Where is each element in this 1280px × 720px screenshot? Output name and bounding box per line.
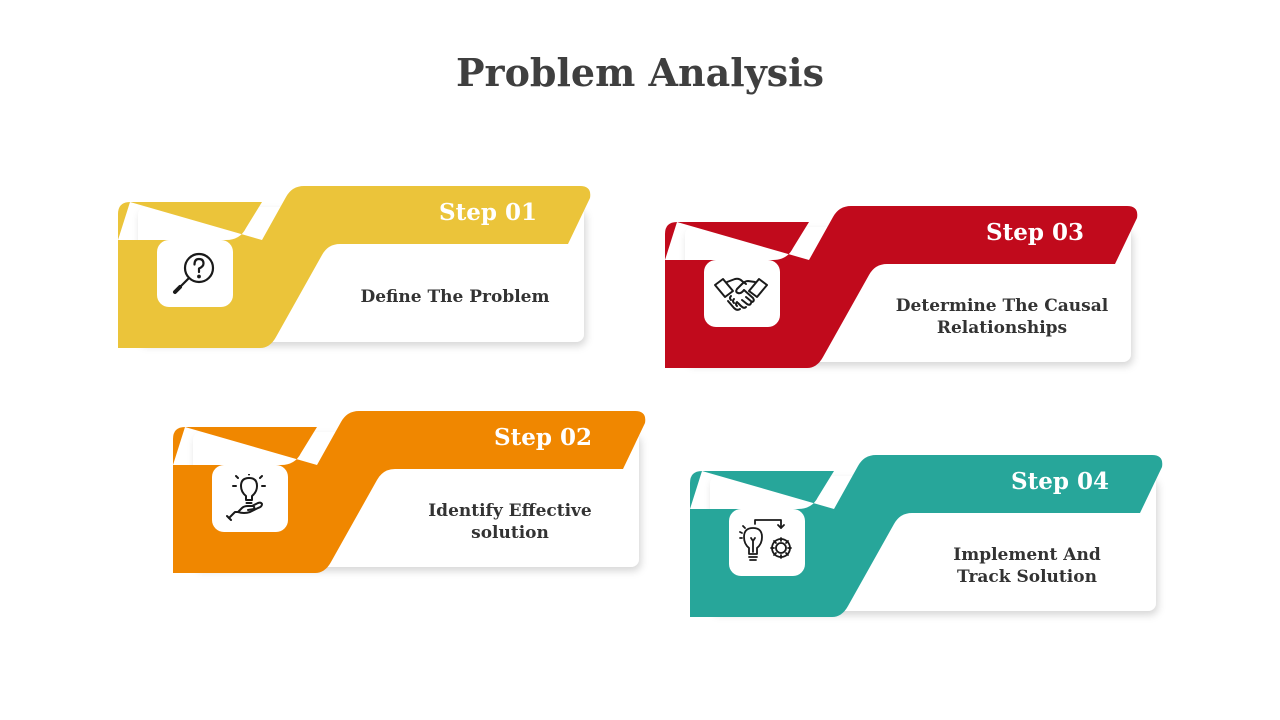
step-02-shape bbox=[173, 411, 646, 573]
step-02-icon-box bbox=[212, 465, 288, 532]
lightbulb-gear-icon bbox=[739, 519, 792, 561]
step-03-icon-box bbox=[704, 260, 780, 327]
step-03-description: Determine The Causal Relationships bbox=[895, 296, 1109, 338]
hand-lightbulb-icon bbox=[226, 474, 266, 521]
step-01-card: Step 01 Define The Problem bbox=[118, 185, 598, 355]
step-03-label: Step 03 bbox=[986, 219, 1084, 246]
step-04-color-band bbox=[690, 455, 1163, 617]
step-01-shape bbox=[118, 186, 591, 348]
step-02-description: Identify Effective solution bbox=[428, 501, 592, 543]
step-01-label: Step 01 bbox=[439, 199, 537, 226]
step-01-description: Define The Problem bbox=[360, 287, 550, 307]
step-02-card: Step 02 Identify Effective solution bbox=[173, 410, 653, 580]
step-03-color-band bbox=[665, 206, 1138, 368]
step-04-card: Step 04 Implement And Track Solution bbox=[690, 454, 1170, 624]
step-02-color-band bbox=[173, 411, 646, 573]
step-03-shape bbox=[665, 206, 1138, 368]
step-04-shape bbox=[690, 455, 1163, 617]
step-01-icon-box bbox=[157, 240, 233, 307]
step-01-color-band bbox=[118, 186, 591, 348]
magnifier-question-icon bbox=[173, 252, 215, 294]
step-03-card: Step 03 Determine The Causal Relationshi… bbox=[665, 205, 1145, 375]
step-04-icon-box bbox=[729, 509, 805, 576]
step-04-description: Implement And Track Solution bbox=[953, 545, 1101, 587]
page-title: Problem Analysis bbox=[455, 50, 825, 95]
step-04-label: Step 04 bbox=[1011, 468, 1109, 495]
handshake-icon bbox=[714, 277, 768, 311]
step-02-label: Step 02 bbox=[494, 424, 592, 451]
